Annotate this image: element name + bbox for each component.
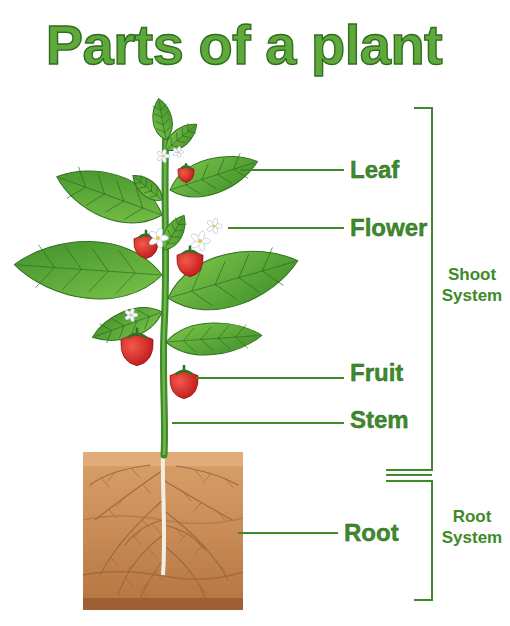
root-hair: [218, 512, 226, 521]
part-label: Fruit: [350, 359, 403, 387]
root-hair: [217, 563, 225, 572]
root-hair: [179, 534, 187, 543]
lateral-root: [90, 465, 150, 485]
root-hair: [107, 473, 115, 482]
lateral-root: [95, 470, 163, 520]
root-hair: [226, 479, 234, 488]
leaf: [128, 170, 167, 207]
flower: [148, 227, 168, 248]
fruit: [121, 327, 153, 365]
lateral-root: [100, 500, 163, 575]
lateral-root: [163, 510, 228, 580]
root-hair: [143, 592, 151, 601]
root-hair: [143, 484, 151, 493]
root-hair: [182, 571, 190, 580]
root-hair: [142, 520, 150, 529]
system-label: Root System: [437, 506, 507, 549]
leaf-blade: [161, 236, 305, 323]
lateral-root: [163, 545, 205, 598]
flowers: [124, 146, 222, 322]
leaf: [160, 118, 202, 157]
leader-lines: [172, 170, 344, 533]
part-label: Flower: [350, 214, 427, 242]
lateral-root: [125, 520, 163, 545]
leaf-blade: [165, 145, 263, 207]
leaf: [165, 320, 263, 358]
flower: [172, 146, 183, 158]
root-hair: [131, 468, 139, 477]
root-hair: [109, 509, 117, 518]
flower: [124, 308, 138, 322]
root-hair: [176, 528, 184, 537]
leaf: [12, 236, 164, 303]
fruit: [178, 163, 194, 182]
root-hair: [111, 557, 119, 566]
leaf-blade: [49, 156, 169, 236]
stem-highlight: [163, 130, 166, 455]
stem: [163, 130, 166, 455]
root-hair: [203, 474, 211, 483]
fruit: [177, 245, 203, 276]
leaf-blade: [12, 236, 164, 303]
leaf-vein: [163, 121, 198, 154]
leaf: [49, 156, 169, 236]
leaf-vein: [152, 100, 173, 139]
root-hair: [178, 558, 186, 567]
leaf-vein: [168, 150, 259, 202]
flower: [206, 218, 222, 235]
diagram-title: Parts of a plant: [46, 12, 443, 77]
root-hair: [197, 541, 205, 550]
fruits: [121, 163, 203, 399]
root-hair: [101, 478, 109, 487]
part-label: Stem: [350, 406, 409, 434]
lateral-root: [140, 560, 163, 600]
part-label: Leaf: [350, 156, 399, 184]
lateral-root: [163, 480, 232, 520]
system-label: Shoot System: [437, 264, 507, 307]
root-hair: [117, 498, 125, 507]
lateral-root: [163, 525, 205, 550]
leaf: [161, 236, 305, 323]
leaf-blade: [160, 118, 202, 157]
leaf-blade: [128, 170, 167, 207]
root-hair: [127, 563, 135, 572]
leaf-vein: [164, 243, 300, 317]
lateral-root: [118, 535, 163, 595]
leaf: [165, 145, 263, 207]
root-hair: [148, 548, 156, 557]
root-hair: [140, 583, 148, 592]
root-hair: [199, 584, 207, 593]
root-hair: [195, 469, 203, 478]
root-hair: [152, 523, 160, 532]
root-hair: [125, 578, 133, 587]
leaf-vein: [159, 215, 188, 252]
leaf-vein: [131, 173, 164, 203]
root-hair: [193, 503, 201, 512]
soil: [83, 452, 243, 610]
root-hair: [117, 539, 125, 548]
part-label: Root: [344, 519, 399, 547]
fruit: [170, 365, 198, 399]
leaf-vein: [167, 324, 259, 354]
flower: [190, 230, 210, 251]
flower: [156, 149, 170, 163]
root-hair: [133, 536, 141, 545]
leaf-blade: [165, 320, 263, 358]
taproot: [163, 452, 164, 575]
root-hair: [134, 529, 142, 538]
root-hair: [183, 492, 191, 501]
